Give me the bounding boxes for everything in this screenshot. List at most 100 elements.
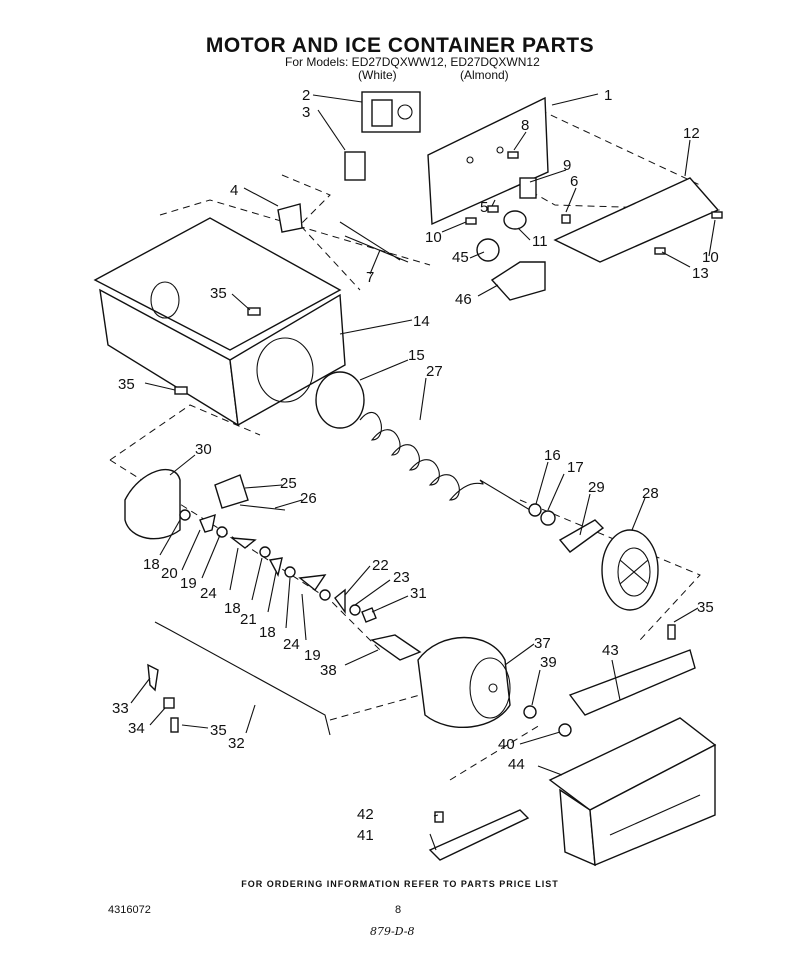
washer	[558, 723, 572, 737]
retainer-part	[163, 697, 175, 709]
callout: 25	[280, 475, 297, 492]
callout: 32	[228, 735, 245, 752]
screw	[465, 217, 477, 225]
blade	[229, 537, 257, 549]
auger-spring	[359, 411, 531, 511]
blade	[268, 557, 283, 577]
callout: 39	[540, 654, 557, 671]
callout: 1	[604, 87, 612, 104]
mounting-plate	[427, 96, 549, 226]
solenoid-part	[344, 151, 366, 181]
callout: 27	[426, 363, 443, 380]
callout: 37	[534, 635, 551, 652]
callout: 11	[532, 233, 548, 250]
callout-labels: 1 2 3 4 5 6 7 8 9 10 10 11 12 13 14 15 1…	[112, 87, 719, 844]
callout: 23	[393, 569, 410, 586]
washer	[523, 705, 537, 719]
callout: 18	[143, 556, 160, 573]
guide-line	[329, 694, 421, 721]
callout: 40	[498, 736, 515, 753]
callout: 4	[230, 182, 238, 199]
clip-part	[147, 663, 159, 692]
bearing-part	[315, 371, 365, 429]
callout: 16	[544, 447, 561, 464]
drive-block	[558, 519, 605, 553]
variant-almond: (Almond)	[460, 68, 509, 82]
callout: 33	[112, 700, 129, 717]
callout: 38	[320, 662, 337, 679]
page-number: 8	[395, 904, 402, 916]
callout: 29	[588, 479, 605, 496]
callout: 10	[425, 229, 442, 246]
nut	[361, 607, 377, 623]
callout: 8	[521, 117, 529, 134]
callout: 15	[408, 347, 425, 364]
ice-deflector	[568, 649, 696, 716]
callout: 14	[413, 313, 430, 330]
callout: 44	[508, 756, 525, 773]
callout: 2	[302, 87, 310, 104]
callout: 21	[240, 611, 257, 628]
crusher-pin	[239, 504, 286, 511]
wire-harness	[339, 221, 409, 263]
washer	[528, 503, 542, 517]
callout: 26	[300, 490, 317, 507]
screw	[174, 386, 188, 395]
front-cover	[548, 717, 717, 867]
actuator-rod	[154, 621, 331, 736]
lamp-socket	[503, 210, 527, 230]
callout: 20	[161, 565, 178, 582]
models-line: For Models: ED27DQXWW12, ED27DQXWN12	[285, 55, 540, 69]
callout: 31	[410, 585, 427, 602]
ice-container	[93, 217, 346, 427]
callout: 30	[195, 441, 212, 458]
spacer	[179, 509, 191, 521]
guide-line	[519, 499, 701, 641]
drive-wheel	[601, 529, 659, 611]
spacer	[216, 526, 228, 538]
screw	[667, 624, 676, 640]
spacer	[284, 566, 296, 578]
spacer	[259, 546, 271, 558]
callout: 41	[357, 827, 374, 844]
guide-rail	[428, 809, 530, 861]
callout: 35	[118, 376, 135, 393]
callout: 45	[452, 249, 469, 266]
screw	[711, 211, 723, 219]
callout: 7	[366, 269, 374, 286]
screw	[170, 717, 179, 733]
callout: 6	[570, 173, 578, 190]
callout: 22	[372, 557, 389, 574]
motor-part	[361, 91, 421, 133]
spacer	[319, 589, 331, 601]
crusher-shield	[124, 469, 181, 540]
lamp-shield	[490, 261, 546, 301]
screw	[247, 307, 261, 316]
callout: 18	[259, 624, 276, 641]
callout: 10	[702, 249, 719, 266]
callout: 13	[692, 265, 709, 282]
callout: 19	[304, 647, 321, 664]
callout: 17	[567, 459, 584, 476]
cover-plate	[553, 177, 720, 263]
guide-line	[449, 724, 541, 781]
callout: 28	[642, 485, 659, 502]
guide-clip	[434, 811, 444, 823]
callout: 35	[697, 599, 714, 616]
callout: 35	[210, 285, 227, 302]
callout: 5	[480, 199, 488, 216]
gear-motor	[417, 636, 511, 728]
blade	[334, 588, 346, 615]
document-number: 4316072	[108, 904, 151, 916]
screw	[507, 151, 519, 159]
callout: 24	[200, 585, 217, 602]
callout: 24	[283, 636, 300, 653]
guide-line	[281, 174, 361, 291]
callout: 18	[224, 600, 241, 617]
spacer	[349, 604, 361, 616]
callout: 46	[455, 291, 472, 308]
callout: 42	[357, 806, 374, 823]
light-bulb	[476, 238, 500, 262]
bracket-part	[277, 203, 303, 233]
washer	[540, 510, 556, 526]
